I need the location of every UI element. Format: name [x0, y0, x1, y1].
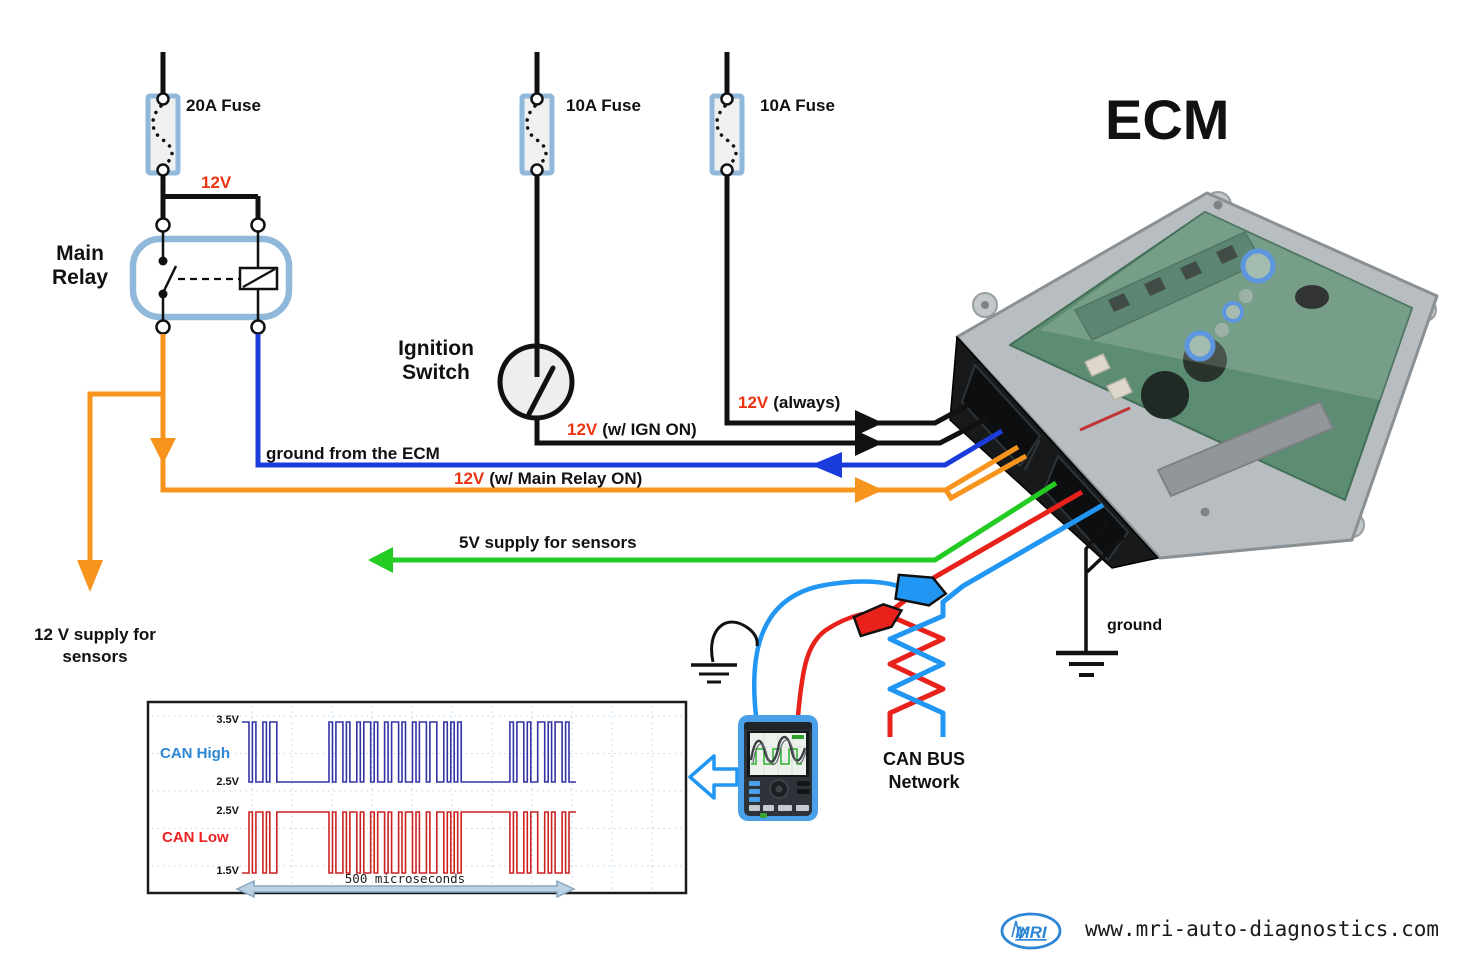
label-12v-top: 12V: [201, 173, 232, 192]
probe-tag-canhigh: [894, 573, 948, 607]
main-relay: [129, 217, 293, 335]
can-high-trace: [242, 721, 576, 783]
label-5v-supply: 5V supply for sensors: [459, 533, 637, 552]
scope-probe-cable-blue: [751, 579, 899, 717]
probe-tag-canlow: [852, 602, 904, 638]
fuse-10a-batt-label: 10A Fuse: [760, 96, 835, 115]
relay-contact-blade: [160, 265, 178, 296]
tick-can-low-bottom: 1.5V: [216, 865, 239, 877]
can-waveform-chart: [146, 700, 688, 899]
arrow-scope-to-chart: [688, 754, 739, 800]
fuse-10a-battery: [709, 92, 745, 177]
website-link[interactable]: www.mri-auto-diagnostics.com: [1085, 917, 1440, 941]
chart-gridlines: [152, 706, 682, 890]
label-ground-from-ecm: ground from the ECM: [266, 444, 440, 463]
fuse-20a: [145, 92, 181, 177]
label-12v-ign-on: 12V(w/ IGN ON): [567, 420, 697, 439]
fuse-10a-ign-label: 10A Fuse: [566, 96, 641, 115]
can-high-wire: [887, 502, 1105, 737]
battery-wires: [160, 52, 990, 446]
ecm-aluminum-slot: [1157, 401, 1334, 497]
wire-12v-main-relay: [87, 334, 1028, 562]
timebase-double-arrow: [235, 879, 576, 899]
tick-can-high-top: 3.5V: [216, 714, 239, 726]
can-bus-network-label: CAN BUS Network: [882, 749, 965, 792]
scope-ground-lead: [691, 620, 759, 684]
fuse-20a-label: 20A Fuse: [186, 96, 261, 115]
ecm-ground-wire: [1056, 518, 1126, 677]
arrow-green-left: [368, 547, 393, 573]
main-relay-label: Main Relay: [51, 242, 109, 290]
label-ground: ground: [1107, 617, 1163, 634]
mri-logo: MRI: [1000, 912, 1062, 950]
label-12v-supply-sensors: 12 V supply for sensors: [34, 625, 156, 666]
label-12v-always: 12V(always): [738, 393, 841, 412]
legend-can-low: CAN Low: [162, 829, 229, 846]
legend-can-high: CAN High: [160, 745, 230, 762]
ecm-module-photo: [949, 191, 1439, 569]
ignition-switch-label: Ignition Switch: [398, 337, 474, 385]
scope-probe-cable-red: [795, 611, 863, 717]
tick-can-high-bottom: 2.5V: [216, 776, 239, 788]
label-12v-main-relay-on: 12V(w/ Main Relay ON): [454, 469, 643, 488]
can-low-trace: [242, 811, 576, 874]
ecm-title: ECM: [1105, 88, 1230, 151]
oscilloscope: [738, 715, 818, 821]
arrow-orange-down: [150, 438, 176, 464]
arrow-blue-left: [811, 452, 842, 478]
arrow-12v-always: [855, 410, 883, 436]
arrow-12v-ign: [855, 430, 883, 456]
wire-ground-from-ecm: [255, 334, 1004, 468]
arrow-orange-right: [855, 477, 883, 503]
tick-can-low-top: 2.5V: [216, 805, 239, 817]
wire-5v-supply: [392, 480, 1058, 563]
timebase-label: 500 microseconds: [344, 871, 466, 886]
fuse-10a-ignition: [519, 92, 555, 177]
arrow-12v-sensor-supply: [77, 560, 103, 592]
ignition-switch-symbol: [497, 343, 575, 421]
